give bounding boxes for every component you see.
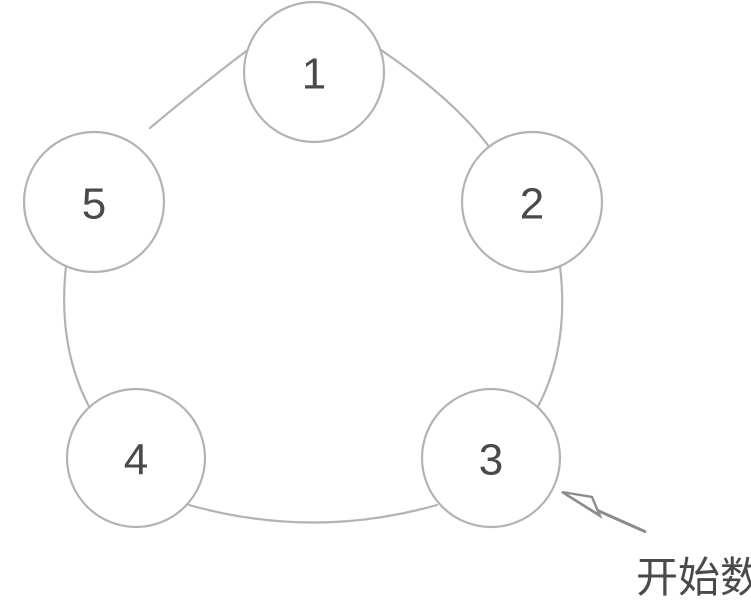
arc-2-to-3 <box>533 264 564 414</box>
node-2-label: 2 <box>520 180 544 229</box>
arc-4-to-5 <box>63 264 94 414</box>
arc-3-to-4 <box>187 503 439 524</box>
arc-5-to-1 <box>148 47 251 130</box>
arrow-head-inner-line <box>563 492 599 515</box>
node-4-label: 4 <box>124 436 148 485</box>
node-4-circle[interactable] <box>65 387 207 529</box>
node-5-circle[interactable] <box>22 130 166 274</box>
node-3-circle[interactable] <box>420 387 562 529</box>
node-1-circle[interactable] <box>242 0 386 144</box>
node-4[interactable]: 4 <box>65 387 207 529</box>
arc-1-to-2 <box>379 48 492 150</box>
node-2[interactable]: 2 <box>460 130 604 274</box>
node-1-label: 1 <box>302 50 326 99</box>
node-3[interactable]: 3 <box>420 387 562 529</box>
start-annotation-arrow <box>561 490 647 534</box>
node-5[interactable]: 5 <box>22 130 166 274</box>
node-3-label: 3 <box>479 436 503 485</box>
node-2-circle[interactable] <box>460 130 604 274</box>
node-1[interactable]: 1 <box>242 0 386 144</box>
start-annotation-label: 开始数 <box>636 554 751 601</box>
node-5-label: 5 <box>82 180 106 229</box>
ring-arcs <box>63 47 564 524</box>
arrow-shaft <box>591 506 647 534</box>
